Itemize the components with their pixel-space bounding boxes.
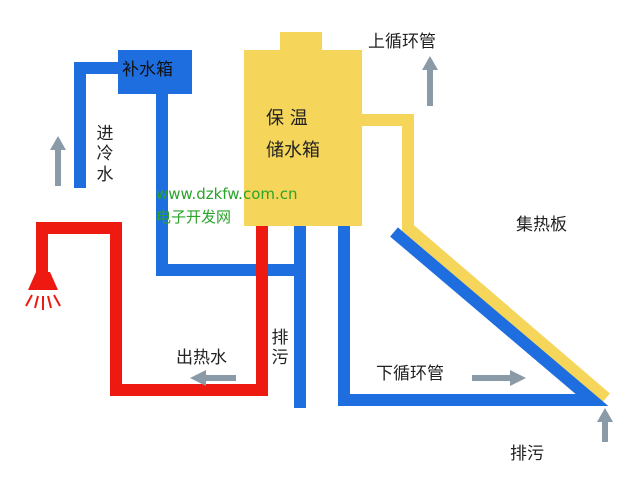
hot-water-pipe [36, 222, 268, 396]
center-drain-label: 排污 [271, 328, 289, 369]
flow-arrow-icon [50, 136, 66, 186]
cold-inlet-pipe [74, 62, 124, 188]
watermark-name: 电子开发网 [156, 208, 232, 226]
collector-label: 集热板 [516, 215, 567, 235]
hot-outlet-label: 出热水 [176, 348, 227, 368]
makeup-tank-label: 补水箱 [122, 60, 173, 80]
storage-tank [244, 32, 362, 226]
lower-circulation-label: 下循环管 [376, 364, 444, 384]
storage-tank-label-line1: 保 温 [266, 108, 308, 129]
shower-head-icon [25, 272, 61, 310]
makeup-tank [118, 50, 192, 94]
bottom-drain-label: 排污 [510, 444, 544, 464]
lower-circulation-pipe [338, 225, 609, 406]
flow-arrow-icon [597, 408, 613, 442]
upper-circulation-label: 上循环管 [368, 32, 436, 52]
storage-tank-label-line2: 储水箱 [266, 140, 320, 161]
flow-arrow-icon [472, 370, 526, 386]
cold-inlet-label: 进冷水 [96, 124, 114, 185]
upper-circulation-pipe [360, 114, 610, 403]
flow-arrow-icon [190, 370, 236, 386]
watermark-url: www.dzkfw.com.cn [156, 185, 298, 203]
flow-arrow-icon [422, 56, 438, 106]
